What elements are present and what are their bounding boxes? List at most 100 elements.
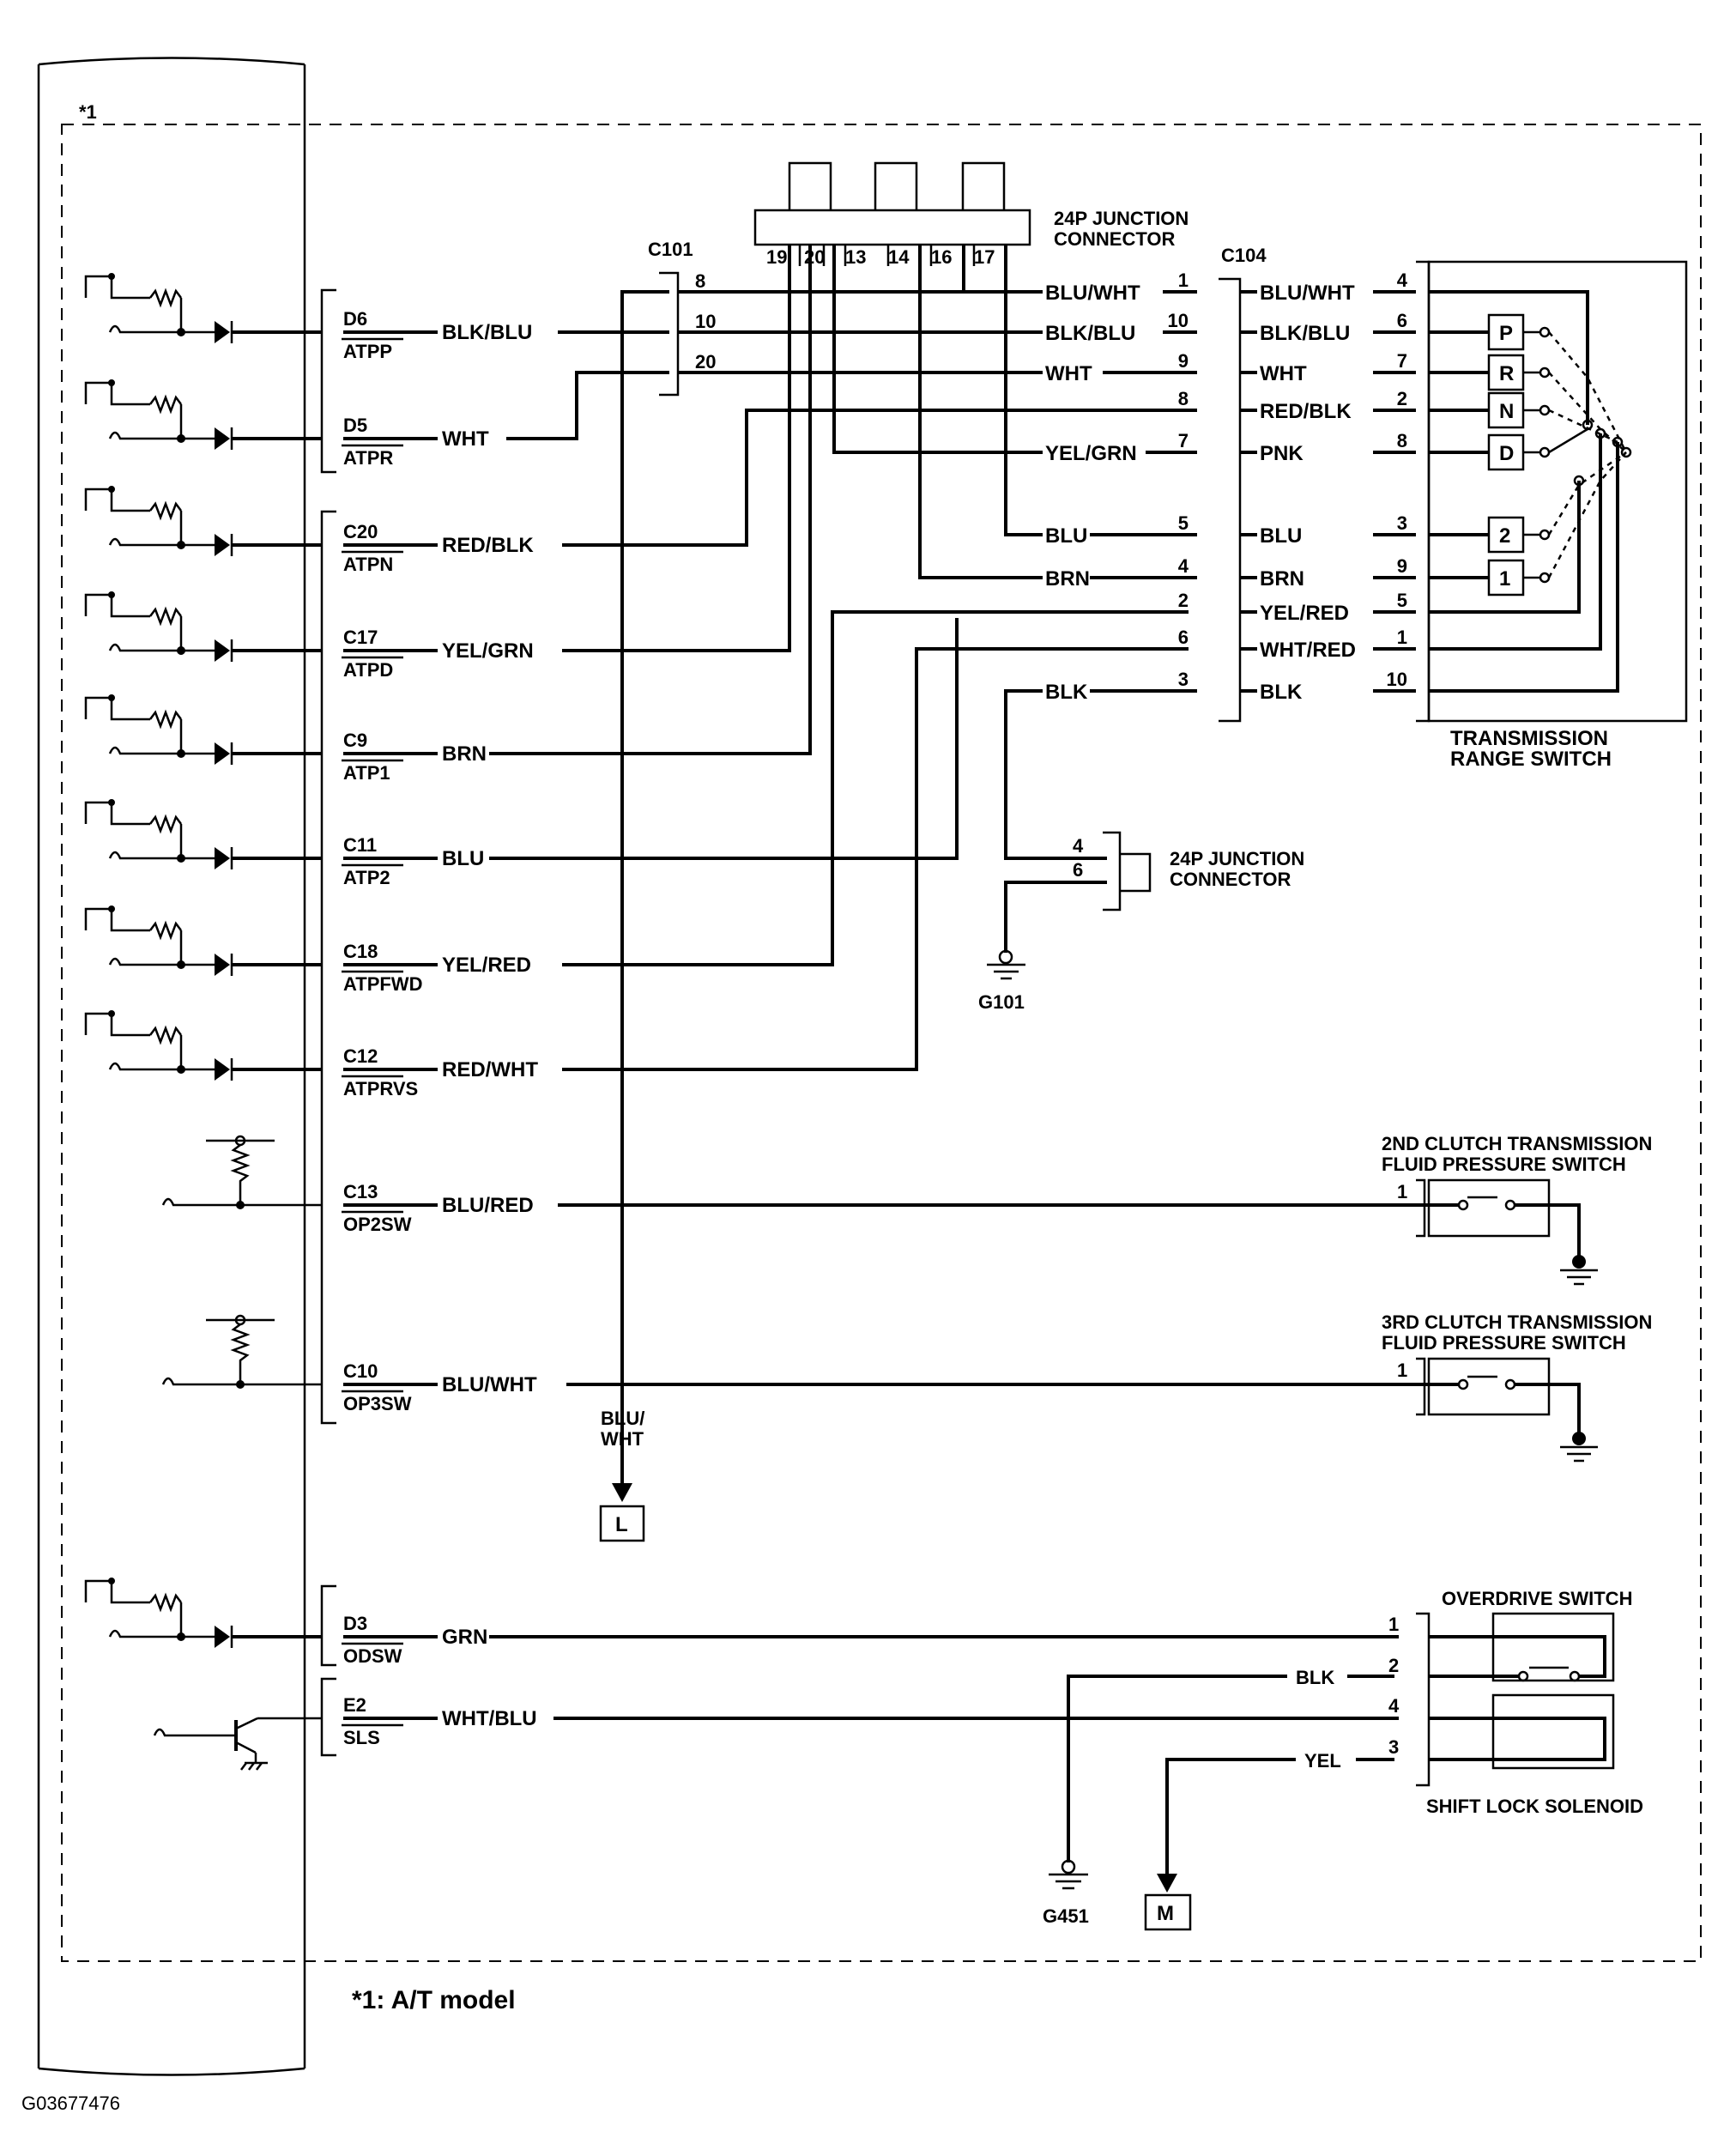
- c104-left-pin: 1: [1178, 270, 1189, 291]
- ecm-pin-c18: C18: [343, 941, 378, 962]
- ecm-pin-c13: C13: [343, 1181, 378, 1202]
- ecm-wire-color: BLU/RED: [442, 1194, 534, 1217]
- c104-right-pin: 5: [1397, 590, 1407, 611]
- junction-top-pin-16: 16: [931, 246, 952, 268]
- ecm-signal-atpd: ATPD: [343, 659, 393, 681]
- at-model-boundary: [61, 124, 1702, 1962]
- trs-label-1: TRANSMISSION: [1450, 727, 1608, 750]
- ecm-note: *1: [79, 101, 97, 123]
- c104-left-pin: 8: [1178, 388, 1189, 409]
- sw3-label-1: 3RD CLUTCH TRANSMISSION: [1382, 1311, 1652, 1333]
- ecm-internal-circuits: [84, 273, 322, 1771]
- c104-left-wire: BLU: [1045, 524, 1087, 548]
- c104-right-pin: 10: [1387, 669, 1407, 690]
- c104-left-pin: 4: [1178, 555, 1189, 577]
- c104-left-pin: 7: [1178, 430, 1189, 451]
- figure-id: G03677476: [21, 2093, 120, 2114]
- ecm-pin-d3: D3: [343, 1613, 367, 1634]
- ecm-signal-op3sw: OP3SW: [343, 1393, 412, 1414]
- c104-right-wire: BLK: [1260, 681, 1303, 704]
- ecm-wire-color: BLU: [442, 847, 484, 870]
- ecm-connector-brackets: [320, 288, 336, 1757]
- trs-position: 1: [1499, 567, 1510, 591]
- sw2-label-1: 2ND CLUTCH TRANSMISSION: [1382, 1133, 1652, 1154]
- ecm-pin-d5: D5: [343, 415, 367, 436]
- c104-label: C104: [1221, 245, 1267, 266]
- od-pin-3: 3: [1388, 1736, 1399, 1758]
- junction-top-pin-14: 14: [888, 246, 910, 268]
- c104-right-pin: 4: [1397, 270, 1408, 291]
- od-pin-1: 1: [1388, 1614, 1399, 1635]
- ecm-pin-c10: C10: [343, 1360, 378, 1382]
- ecm-signal-atpr: ATPR: [343, 447, 393, 469]
- c104-right-wire: RED/BLK: [1260, 400, 1352, 423]
- ecm-pin-d6: D6: [343, 308, 367, 330]
- c104-right-wire: BRN: [1260, 567, 1304, 591]
- c104-right-wire: YEL/RED: [1260, 602, 1349, 625]
- ecm-signal-atpn: ATPN: [343, 554, 393, 575]
- sw2-label-2: FLUID PRESSURE SWITCH: [1382, 1154, 1626, 1175]
- c104-right-wire: BLK/BLU: [1260, 322, 1350, 345]
- footnote: *1: A/T model: [352, 1986, 516, 2014]
- c104-left-pin: 3: [1178, 669, 1189, 690]
- c104-right-pin: 2: [1397, 388, 1407, 409]
- pressure-switch-2nd: 2ND CLUTCH TRANSMISSION FLUID PRESSURE S…: [1382, 1133, 1652, 1286]
- c101-pin-20: 20: [695, 351, 716, 372]
- ecm-wire-color: GRN: [442, 1626, 487, 1649]
- junction-lower-pin-4: 4: [1073, 835, 1084, 857]
- ecm-wire-color: YEL/GRN: [442, 639, 534, 663]
- sw3-label-2: FLUID PRESSURE SWITCH: [1382, 1332, 1626, 1354]
- ecm-wire-color: RED/BLK: [442, 534, 534, 557]
- junction-lower-label-2: CONNECTOR: [1170, 869, 1291, 890]
- c104-left-wire: YEL/GRN: [1045, 442, 1137, 465]
- connector-c101: C101 8 10 20: [648, 239, 716, 397]
- ecm-signal-op2sw: OP2SW: [343, 1214, 412, 1235]
- c101-pin-10: 10: [695, 311, 716, 332]
- junction-top-label-2: CONNECTOR: [1054, 228, 1175, 250]
- ecm-signal-atpfwd: ATPFWD: [343, 973, 422, 995]
- c104-right-pin: 6: [1397, 310, 1407, 331]
- od-pin-2: 2: [1388, 1655, 1399, 1676]
- trs-position: P: [1499, 322, 1513, 345]
- od-pin-4: 4: [1388, 1695, 1400, 1717]
- sw2-pin: 1: [1397, 1181, 1407, 1202]
- c104-left-pin: 9: [1178, 350, 1189, 372]
- c104-left-wire: WHT: [1045, 362, 1092, 385]
- trs-position: 2: [1499, 524, 1510, 548]
- ecm-wire-color: YEL/RED: [442, 954, 531, 977]
- ecm-wire-color: BRN: [442, 742, 487, 766]
- overdrive-switch-and-solenoid: OVERDRIVE SWITCH 1 2 4 3 SHIFT LOCK SOLE…: [1043, 1588, 1643, 1931]
- c104-right-pin: 1: [1397, 627, 1407, 648]
- ecm-box: *1: [37, 57, 306, 2076]
- ecm-wire-color: BLK/BLU: [442, 321, 532, 344]
- l-wire-2: WHT: [601, 1428, 644, 1450]
- ecm-pin-e2: E2: [343, 1694, 366, 1716]
- junction-lower-pin-6: 6: [1073, 859, 1083, 881]
- ecm-wire-color: WHT/BLU: [442, 1707, 537, 1730]
- ecm-signal-atp2: ATP2: [343, 867, 390, 888]
- c104-left-wire: BLK/BLU: [1045, 322, 1135, 345]
- junction-connector-lower: 4 6 24P JUNCTION CONNECTOR: [1073, 831, 1304, 912]
- junction-top-label-1: 24P JUNCTION: [1054, 208, 1189, 229]
- c101-label: C101: [648, 239, 693, 260]
- l-wire-1: BLU/: [601, 1408, 644, 1429]
- c101-pin-8: 8: [695, 270, 705, 292]
- sw3-pin: 1: [1397, 1360, 1407, 1381]
- c104-left-wire: BLK: [1045, 681, 1088, 704]
- trs-position: N: [1499, 400, 1514, 423]
- wiring: [343, 245, 1399, 1720]
- junction-top-pin-20: 20: [804, 246, 825, 268]
- ecm-pin-labels: D6ATPPBLK/BLUD5ATPRWHTC20ATPNRED/BLKC17A…: [342, 308, 538, 1748]
- ecm-signal-atprvs: ATPRVS: [343, 1078, 418, 1099]
- c104-left-pin: 2: [1178, 590, 1189, 611]
- od-label: OVERDRIVE SWITCH: [1442, 1588, 1632, 1609]
- c104-left-pin: 10: [1168, 310, 1189, 331]
- ground-g101: G101: [978, 949, 1025, 1013]
- trs-position: D: [1499, 442, 1514, 465]
- ecm-pin-c20: C20: [343, 521, 378, 542]
- od-wire-yel: YEL: [1304, 1750, 1341, 1772]
- c104-right-wire: PNK: [1260, 442, 1304, 465]
- junction-top-pin-17: 17: [974, 246, 995, 268]
